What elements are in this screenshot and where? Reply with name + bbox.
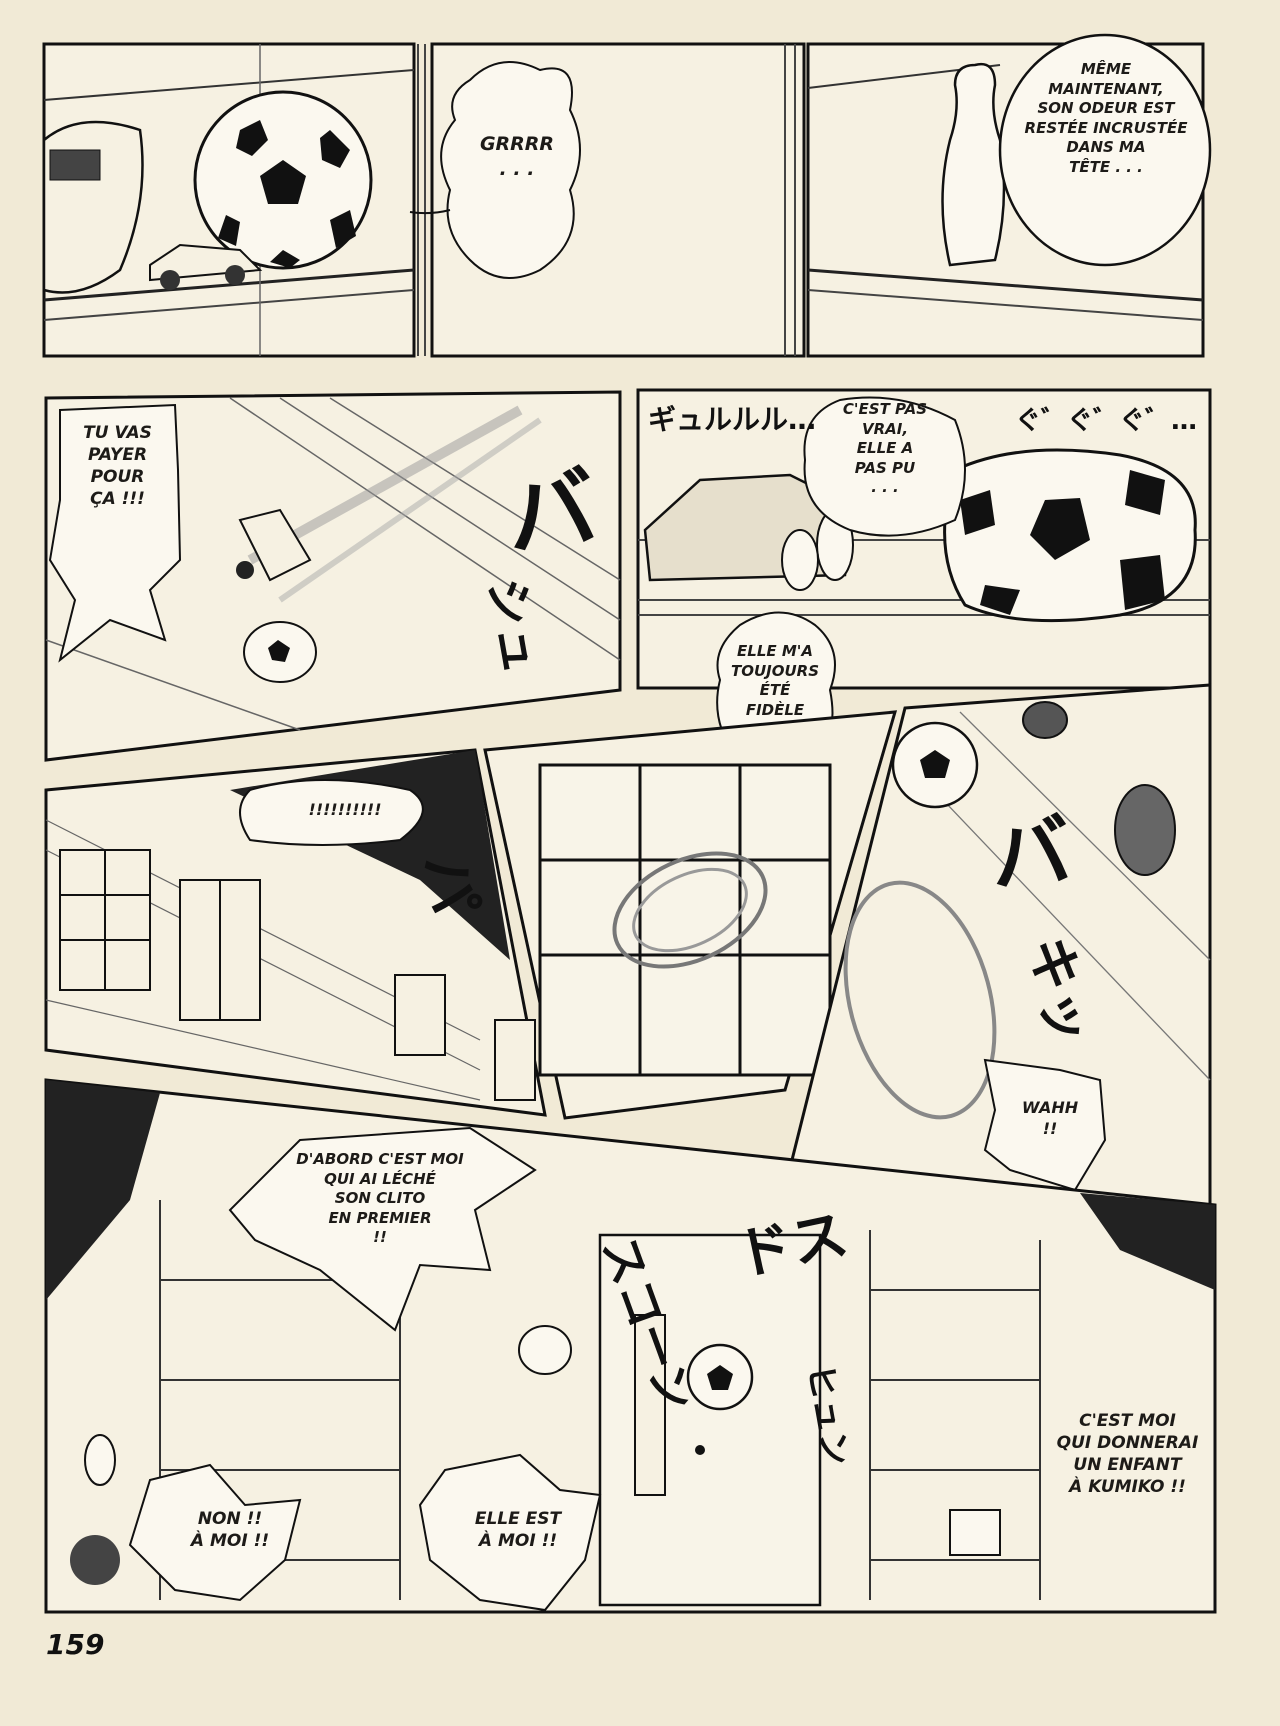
meme-maintenant-text: MÊME MAINTENANT, SON ODEUR EST RESTÉE IN… [1024, 60, 1188, 176]
soccer-ball-center-icon [686, 1343, 754, 1411]
deflated-ball-icon [943, 448, 1197, 623]
panel-2-grrrr [409, 42, 806, 358]
elle-est-a-moi-text: ELLE EST À MOI !! [474, 1509, 562, 1552]
panel-1-shelf-ball [42, 42, 416, 358]
cest-pas-vrai-bubble-shape [803, 396, 966, 537]
panel-3-bowling-pin [806, 33, 1212, 358]
non-a-moi-bubble-shape [128, 1463, 302, 1602]
dabord-bubble-shape [228, 1126, 537, 1332]
exclamation-text: !!!!!!!!!! [308, 800, 382, 819]
cest-moi-donnerai-text: C'EST MOI QUI DONNERAI UN ENFANT À KUMIK… [1056, 1411, 1199, 1498]
page-number: 159 [46, 1628, 105, 1661]
sfx-gyururu: ギュルルル… [648, 403, 817, 436]
bowling-pin-drawing [941, 62, 1006, 267]
panel-9-garage [44, 1078, 1217, 1614]
panel-7-spinning-car [483, 710, 898, 1120]
panel-6-broken-window [44, 748, 547, 1117]
soccer-ball-icon [193, 90, 373, 270]
wahh-text: WAHH !! [1021, 1098, 1079, 1138]
grrrr-bubble-shape [440, 61, 581, 279]
sfx-gugugu: ぐ゛ぐ゛ぐ゛… [1015, 406, 1198, 436]
soccer-ball-small-icon [243, 621, 317, 683]
dabord-text: D'ABORD C'EST MOI QUI AI LÉCHÉ SON CLITO… [296, 1150, 464, 1246]
panel-4-car-kick [44, 390, 622, 762]
soccer-ball-flying-icon [891, 721, 979, 809]
grrrr-text: GRRRR . . . [479, 133, 555, 180]
meme-maintenant-bubble-shape [998, 33, 1212, 267]
non-a-moi-text: NON !! À MOI !! [190, 1509, 270, 1552]
sfx-baki: バ [986, 804, 1076, 905]
sfx-ba: バ [499, 455, 604, 572]
elle-ma-toujours-text: ELLE M'A TOUJOURS ÉTÉ FIDÈLE [730, 642, 820, 719]
tu-vas-payer-bubble-shape [48, 403, 182, 663]
elle-est-a-moi-bubble-shape [418, 1453, 602, 1612]
panel-8-car-breaks [788, 683, 1212, 1207]
exclamation-bubble-shape [239, 779, 424, 846]
tu-vas-payer-text: TU VAS PAYER POUR ÇA !!! [83, 423, 152, 510]
cest-pas-vrai-text: C'EST PAS VRAI, ELLE A PAS PU . . . [842, 400, 928, 496]
